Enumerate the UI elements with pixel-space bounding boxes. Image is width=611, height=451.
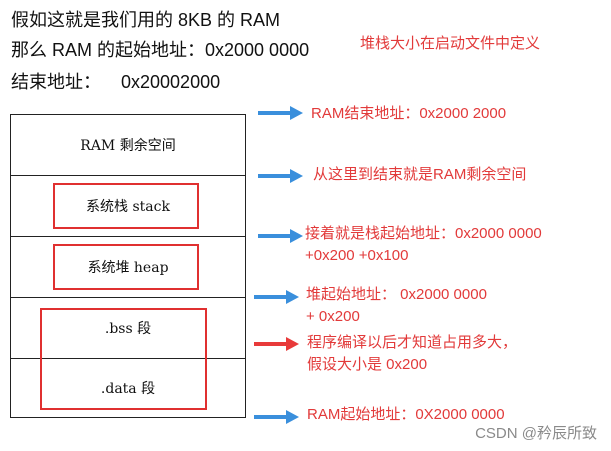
ram-memory-map: RAM 剩余空间 系统栈 stack 系统堆 heap .bss 段 .data… [10, 114, 246, 418]
annotation-ram-start-address: RAM起始地址：0X2000 0000 [307, 404, 505, 426]
annotation-line: 接着就是栈起始地址：0x2000 0000 [305, 225, 542, 242]
annotation-free-space: 从这里到结束就是RAM剩余空间 [313, 164, 526, 186]
annotation-line: 假设大小是 0x200 [307, 356, 428, 373]
end-address-label: 结束地址： [11, 72, 101, 92]
arrow-ram-start-icon [254, 410, 299, 424]
bss-data-highlight-box [40, 308, 207, 410]
heap-highlight-box [53, 244, 199, 290]
arrow-stack-start-icon [258, 229, 303, 243]
header-line-end-address: 结束地址： 0x20002000 [11, 70, 220, 94]
annotation-line: + 0x200 [306, 308, 360, 325]
block-data-segment: .data 段 [100, 381, 156, 397]
stack-size-note: 堆栈大小在启动文件中定义 [360, 35, 541, 52]
block-system-stack: 系统栈 stack [11, 176, 245, 237]
annotation-heap-start: 堆起始地址： 0x2000 0000 + 0x200 [306, 284, 487, 328]
stack-highlight-box [53, 183, 199, 229]
header-line-start-address: 那么 RAM 的起始地址：0x2000 0000 [11, 40, 310, 60]
annotation-line: RAM结束地址：0x2000 2000 [311, 105, 507, 122]
annotation-compile-size: 程序编译以后才知道占用多大， 假设大小是 0x200 [307, 332, 517, 376]
annotation-line: +0x200 +0x100 [305, 247, 409, 264]
end-address-value: 0x20002000 [121, 72, 221, 92]
arrow-heap-start-icon [254, 290, 299, 304]
block-ram-free-space: RAM 剩余空间 [11, 115, 245, 176]
arrow-ram-end-icon [258, 106, 303, 120]
annotation-line: RAM起始地址：0X2000 0000 [307, 406, 505, 423]
block-bss-segment: .bss 段 [11, 298, 245, 359]
annotation-ram-end-address: RAM结束地址：0x2000 2000 [311, 103, 506, 125]
annotation-line: 从这里到结束就是RAM剩余空间 [313, 166, 527, 183]
annotation-stack-start: 接着就是栈起始地址：0x2000 0000 +0x200 +0x100 [305, 223, 542, 267]
arrow-free-space-icon [258, 169, 303, 183]
block-system-heap: 系统堆 heap [11, 237, 245, 298]
annotation-line: 堆起始地址： 0x2000 0000 [306, 286, 487, 303]
annotation-line: 程序编译以后才知道占用多大， [307, 334, 518, 351]
arrow-compile-size-icon [254, 337, 299, 351]
watermark: CSDN @矜辰所致 [475, 425, 597, 442]
header-line-ram-size: 假如这就是我们用的 8KB 的 RAM [11, 10, 281, 30]
